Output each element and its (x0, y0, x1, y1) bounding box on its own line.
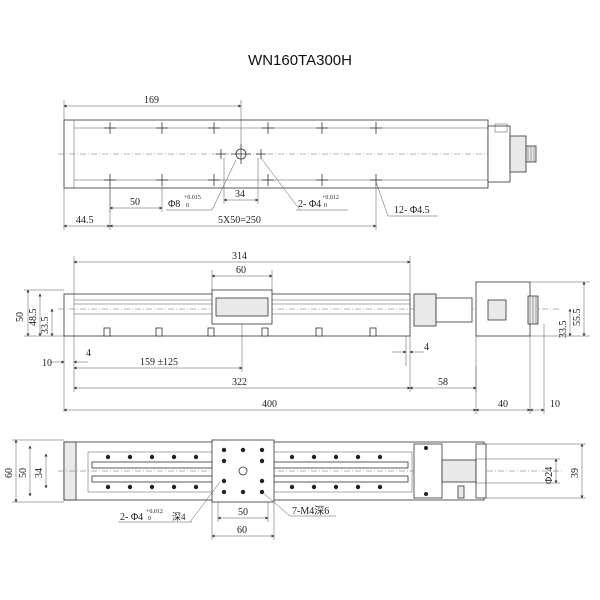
dim-4-right: 4 (424, 342, 429, 353)
two-phi4-tol-upper: +0.012 (322, 195, 339, 201)
side-view: 314 60 50 48.5 33.5 10 4 159 ±125 4 (15, 251, 590, 414)
dim-322-label: 322 (232, 377, 247, 388)
phi8-tol-upper: +0.015 (184, 195, 201, 201)
dim-555-label: 55.5 (572, 309, 583, 327)
dim-10-right: 10 (550, 399, 560, 410)
phi8-tol-lower: 0 (186, 203, 189, 209)
dim-485-label: 48.5 (28, 309, 39, 327)
bottom-dim-50: 50 (238, 507, 248, 518)
bottom-dim-60: 60 (237, 525, 247, 536)
bottom-two-phi4-depth: 深4 (172, 512, 186, 522)
bottom-two-phi4-tol-lower: 0 (148, 516, 151, 522)
bottom-dim-34-left: 34 (34, 468, 45, 478)
dim-400-label: 400 (262, 399, 277, 410)
dim-335-left: 33.5 (40, 317, 51, 335)
dim-335-right: 33.5 (558, 321, 569, 339)
dim-40-label: 40 (498, 399, 508, 410)
top-view-motor-block (487, 125, 511, 183)
dim-4-left: 4 (86, 348, 91, 359)
dim-34-label: 34 (235, 189, 245, 200)
dim-60-label: 60 (236, 265, 246, 276)
bottom-view: 60 50 34 2- Φ4 +0.012 0 深4 50 60 7-M4深6 … (4, 439, 586, 540)
dim-5x50-label: 5X50=250 (218, 215, 261, 226)
bottom-two-phi4-label: 2- Φ4 (120, 512, 143, 523)
dim-58-label: 58 (438, 377, 448, 388)
bottom-view-holes (105, 454, 383, 490)
dim-phi24-label: Φ24 (544, 467, 555, 484)
side-view-coupling (413, 293, 437, 327)
bottom-view-bearing-block (413, 443, 443, 499)
top-view: 169 34 50 Φ8 +0.015 0 2- Φ4 +0.012 0 12-… (58, 95, 537, 230)
bottom-dim-60-left: 60 (4, 468, 15, 478)
dim-39-label: 39 (570, 468, 581, 478)
dim-50-left: 50 (15, 312, 26, 322)
top-view-mount-holes (104, 122, 382, 186)
drawing-title: WN160TA300H (248, 52, 352, 69)
thread-label: 7-M4深6 (292, 505, 329, 517)
dim-50-label: 50 (130, 197, 140, 208)
twelve-phi45-label: 12- Φ4.5 (394, 205, 430, 216)
dim-159-label: 159 ±125 (140, 357, 178, 368)
two-phi4-label: 2- Φ4 (298, 199, 321, 210)
dim-314-label: 314 (232, 251, 247, 262)
dim-10-left: 10 (42, 358, 52, 369)
bottom-dim-50-left: 50 (18, 468, 29, 478)
two-phi4-tol-lower: 0 (324, 203, 327, 209)
phi8-label: Φ8 (168, 199, 180, 210)
dim-445-label: 44.5 (76, 215, 94, 226)
dim-169-label: 169 (144, 95, 159, 106)
bottom-two-phi4-tol-upper: +0.012 (146, 509, 163, 515)
